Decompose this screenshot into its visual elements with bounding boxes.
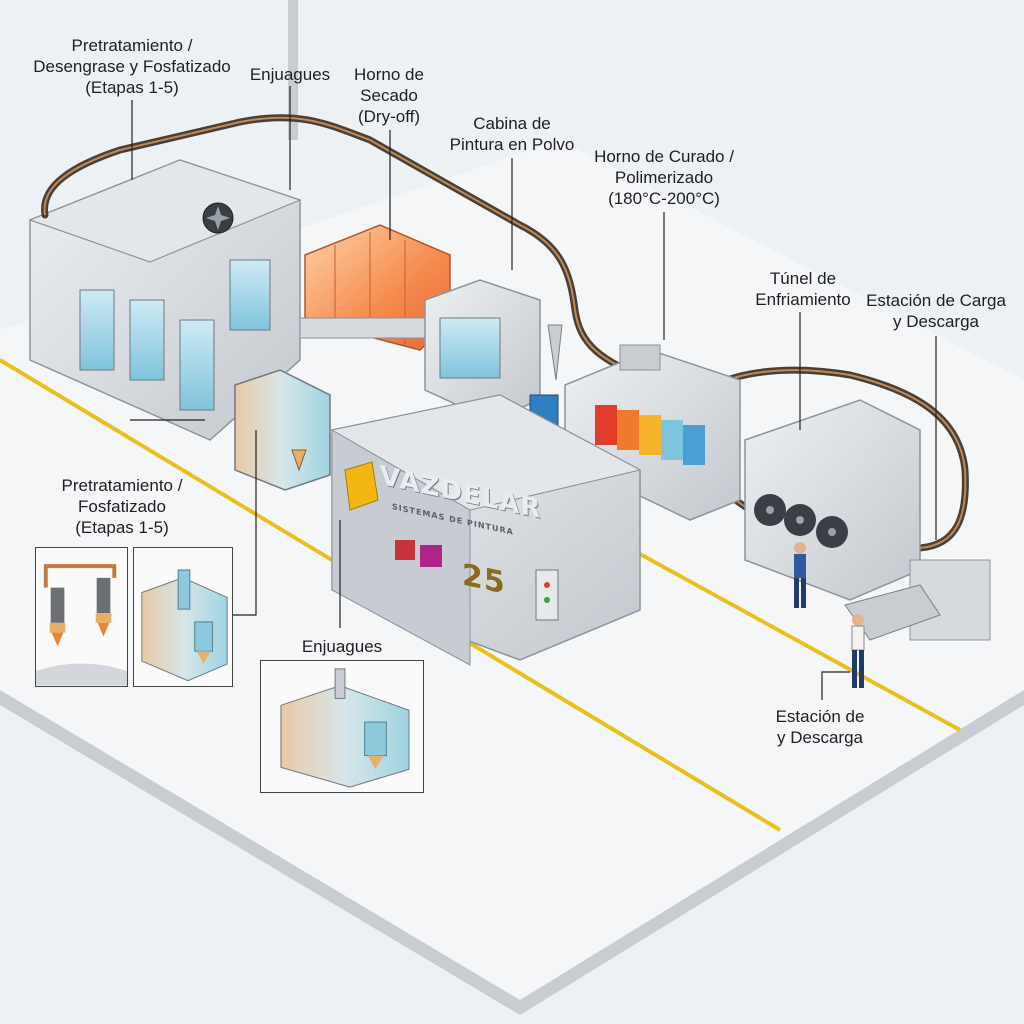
pretreatment-tunnel (28, 159, 302, 441)
leader-lines (130, 86, 937, 700)
worker-icon (794, 542, 806, 608)
label-curing-oven: Horno de Curado / Polimerizado (180°C-20… (594, 147, 734, 208)
label-cooling-tunnel: Túnel de Enfriamiento (755, 269, 851, 309)
label-rinses-top: Enjuagues (249, 65, 331, 84)
cyclone-icon (547, 324, 563, 381)
worker-icon (851, 614, 865, 688)
label-pretreatment-top: Pretratamiento / Desengrase y Fosfatizad… (33, 36, 231, 97)
label-pretreatment-left: Pretratamiento / Fosfatizado (Etapas 1-5… (61, 476, 183, 537)
loading-station (794, 542, 941, 688)
vazdelar-machine (330, 394, 642, 666)
label-dry-off-oven: Horno de Secado (Dry-off) (354, 65, 424, 126)
label-load-station-bottom: Estación de y Descarga (775, 707, 865, 747)
cooling-tunnel (744, 399, 991, 641)
spray-nozzle-icon (291, 449, 307, 472)
label-rinses-bottom: Enjuagues (301, 637, 383, 656)
label-load-station-right: Estación de Carga y Descarga (866, 291, 1006, 331)
inset-spray-nozzles (35, 547, 128, 687)
spray-nozzle-icon (49, 577, 112, 647)
inset-phosphate-tank (133, 547, 233, 687)
fan-icon (754, 494, 848, 548)
dry-off-oven (299, 224, 451, 351)
phosphate-tank (234, 369, 331, 491)
inset-rinse-tank (260, 660, 424, 793)
powder-booth (424, 279, 563, 436)
control-panel-icon (535, 569, 559, 621)
label-powder-booth: Cabina de Pintura en Polvo (449, 114, 575, 154)
